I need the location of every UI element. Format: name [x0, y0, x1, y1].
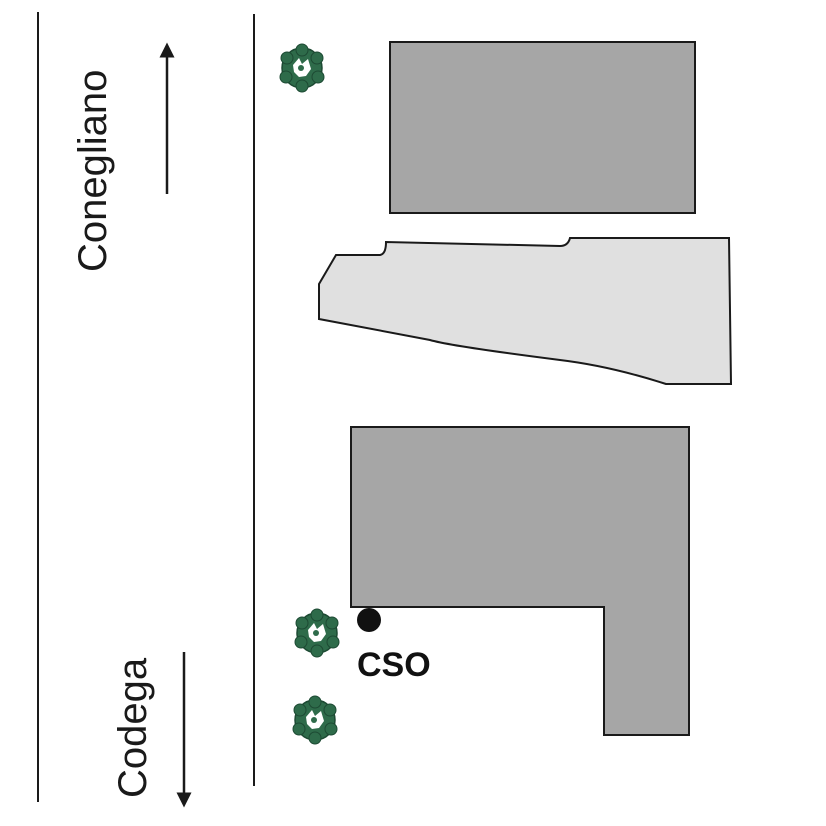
road-label-north: Conegliano — [71, 70, 115, 272]
road-label-south: Codega — [111, 657, 155, 798]
building-north — [389, 41, 696, 214]
tree-icon — [279, 43, 325, 93]
cso-marker-dot — [357, 608, 381, 632]
tree-icon — [294, 608, 340, 658]
building-south-l-shaped — [350, 426, 690, 736]
building-middle — [318, 237, 733, 385]
tree-icon — [292, 695, 338, 745]
cso-marker-label: CSO — [357, 646, 431, 684]
